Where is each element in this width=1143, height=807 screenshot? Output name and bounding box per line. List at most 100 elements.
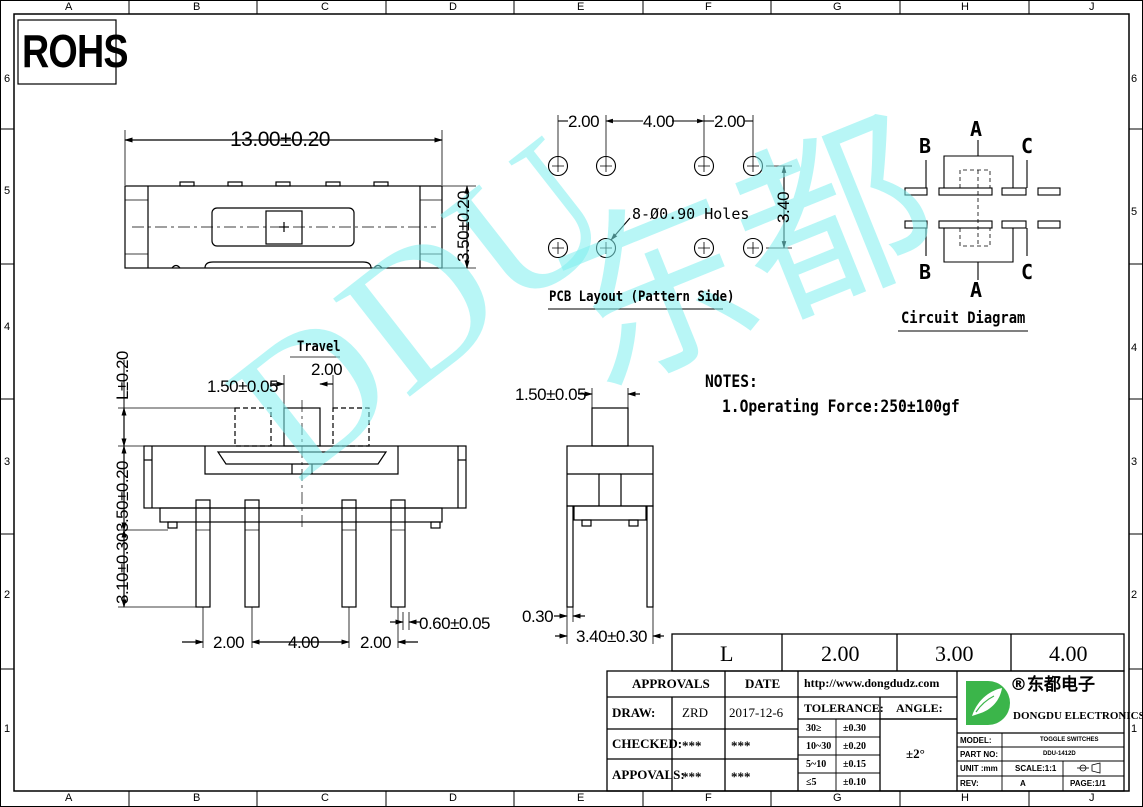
- company-name-cn: ®东都电子: [1010, 675, 1095, 695]
- checked-name: ***: [682, 738, 702, 753]
- appovals-date: ***: [731, 769, 751, 784]
- grid-col-a: A: [65, 1, 73, 13]
- grid-col-f-bottom: F: [705, 792, 712, 804]
- title-block: [606, 633, 1125, 792]
- rev-value: A: [1020, 779, 1026, 788]
- model-value: TOGGLE SWITCHES: [1040, 737, 1099, 743]
- grid-col-d-bottom: D: [449, 792, 457, 804]
- body-height-dim: 3.50±0.20: [113, 460, 132, 532]
- l-table-value-2: 3.00: [935, 641, 974, 666]
- grid-row-2-right: 2: [1131, 589, 1138, 601]
- circuit-label-c-top: C: [1021, 134, 1034, 158]
- l-table-header: L: [720, 641, 734, 666]
- tolerance-value-3: ±0.15: [843, 759, 866, 770]
- l-dim: L±0.20: [113, 351, 132, 400]
- grid-col-j: J: [1089, 1, 1095, 13]
- tolerance-value-2: ±0.20: [843, 741, 866, 752]
- company-name-en: DONGDU ELECTRONICS: [1013, 710, 1143, 722]
- grid-col-h-bottom: H: [961, 792, 969, 804]
- top-view-width-dim: 13.00±0.20: [230, 128, 330, 151]
- grid-col-g-bottom: G: [833, 792, 842, 804]
- pin-pitch-left: 2.00: [213, 633, 245, 652]
- travel-label: Travel: [297, 339, 341, 355]
- grid-col-a-bottom: A: [65, 792, 73, 804]
- side-actuator-width: 1.50±0.05: [515, 385, 587, 404]
- scale-label: SCALE:1:1: [1015, 764, 1057, 773]
- circuit-label-a-bottom: A: [970, 278, 983, 302]
- grid-col-b-bottom: B: [193, 792, 201, 804]
- unit-label: UNIT :mm: [960, 764, 998, 773]
- pcb-row-spacing: 3.40: [774, 191, 793, 223]
- appovals-label: APPOVALS:: [612, 767, 685, 782]
- front-view: [118, 356, 467, 648]
- tolerance-range-1: 30≥: [806, 723, 822, 734]
- side-pin-span: 3.40±0.30: [576, 627, 648, 646]
- pcb-holes-label: 8-Ø0.90 Holes: [632, 205, 750, 223]
- grid-col-b: B: [193, 1, 201, 13]
- grid-row-6-right: 6: [1131, 73, 1138, 85]
- checked-date: ***: [731, 738, 751, 753]
- rev-label: REV:: [960, 779, 979, 788]
- circuit-label-a-top: A: [970, 117, 983, 141]
- grid-row-3-right: 3: [1131, 456, 1138, 468]
- front-actuator-width: 1.50±0.05: [207, 377, 279, 396]
- tolerance-value-1: ±0.30: [843, 723, 866, 734]
- grid-row-5: 5: [4, 185, 11, 197]
- appovals-name: ***: [682, 769, 702, 784]
- grid-col-e-bottom: E: [577, 792, 585, 804]
- pin-pitch-right: 2.00: [360, 633, 392, 652]
- draw-name: ZRD: [682, 705, 708, 720]
- circuit-caption: Circuit Diagram: [901, 308, 1026, 327]
- notes-title: NOTES:: [705, 372, 758, 392]
- circuit-diagram: [898, 140, 1061, 332]
- side-pin-thickness: 0.30: [522, 607, 554, 626]
- tolerance-range-3: 5~10: [806, 759, 827, 770]
- date-header: DATE: [745, 676, 781, 691]
- grid-col-g: G: [833, 1, 842, 13]
- grid-row-4-right: 4: [1131, 342, 1138, 354]
- grid-row-1: 1: [4, 723, 11, 735]
- projection-symbol-icon: [1077, 762, 1101, 774]
- notes-item: 1.Operating Force:250±100gf: [722, 397, 960, 417]
- l-table-value-3: 4.00: [1049, 641, 1088, 666]
- grid-row-1-right: 1: [1131, 723, 1138, 735]
- approvals-header: APPROVALS: [632, 676, 710, 691]
- tolerance-range-4: ≤5: [806, 777, 817, 788]
- pcb-dim-left: 2.00: [568, 112, 600, 131]
- angle-value: ±2°: [906, 746, 925, 761]
- grid-col-d: D: [449, 1, 457, 13]
- grid-row-3: 3: [4, 456, 11, 468]
- pin-width-dim: 0.60±0.05: [419, 614, 491, 633]
- circuit-label-b-top: B: [919, 134, 932, 158]
- rohs-badge-frame: [17, 19, 117, 85]
- checked-label: CHECKED:: [612, 736, 683, 751]
- top-view: [124, 130, 476, 269]
- pcb-caption: PCB Layout (Pattern Side): [549, 289, 735, 305]
- travel-dim: 2.00: [311, 360, 343, 379]
- grid-row-5-right: 5: [1131, 206, 1138, 218]
- pcb-layout: [547, 115, 792, 310]
- rohs-badge: ROHS: [22, 25, 129, 77]
- grid-row-4: 4: [4, 321, 11, 333]
- tolerance-range-2: 10~30: [806, 741, 832, 752]
- grid-col-j-bottom: J: [1089, 792, 1095, 804]
- grid-row-6: 6: [4, 73, 11, 85]
- draw-label: DRAW:: [612, 705, 656, 720]
- grid-col-c-bottom: C: [321, 792, 329, 804]
- tolerance-label: TOLERANCE:: [804, 701, 884, 715]
- grid-col-e: E: [577, 1, 585, 13]
- pin-pitch-middle: 4.00: [288, 633, 320, 652]
- tolerance-value-4: ±0.10: [843, 777, 866, 788]
- part-label: PART NO:: [960, 750, 999, 759]
- part-value: DDU-1412D: [1043, 751, 1076, 757]
- grid-row-2: 2: [4, 589, 11, 601]
- angle-label: ANGLE:: [896, 701, 943, 715]
- pcb-dim-middle: 4.00: [643, 112, 675, 131]
- model-label: MODEL:: [960, 736, 992, 745]
- grid-col-f: F: [705, 1, 712, 13]
- dongdu-logo-icon: [966, 681, 1010, 725]
- pin-length-dim: 3.10±0.30: [113, 532, 132, 604]
- company-url: http://www.dongdudz.com: [804, 676, 940, 690]
